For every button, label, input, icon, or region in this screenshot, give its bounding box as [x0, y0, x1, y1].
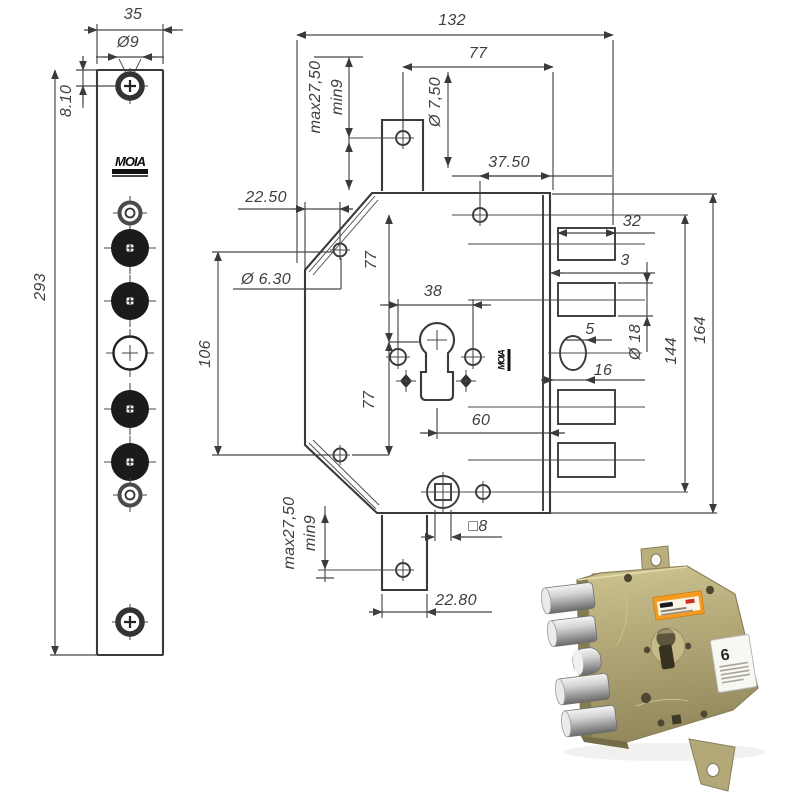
bolt-head-3: [104, 383, 156, 435]
fixing-hole-top: [472, 204, 488, 226]
cylinder-fixing-hole-right: [461, 345, 485, 369]
bolt-head-2: [104, 275, 156, 327]
dim-label-faceplate-height: 293: [32, 273, 49, 301]
dim-label-body-width: 132: [438, 12, 466, 29]
dim-label-spindle-square: □8: [468, 518, 488, 535]
faceplate-drawing: [50, 24, 183, 657]
dim-label-faceplate-hole-offset: 8.10: [58, 84, 75, 118]
cert-number: 6: [719, 647, 731, 665]
dim-label-cylinder-width: 38: [423, 283, 443, 300]
photo-bolt-4: [561, 704, 618, 738]
bottom-mounting-tab: [380, 515, 429, 592]
dim-label-top-slot-min: min9: [329, 79, 346, 115]
dim-label-top-hole-offset: 37.50: [488, 154, 530, 171]
chamfer-hole-bottom: [330, 445, 350, 465]
cylinder-fixing-hole-left: [386, 345, 410, 369]
photo-bolt-1: [541, 582, 596, 615]
top-mounting-tab: [380, 118, 425, 191]
dim-label-plate-thickness: 3: [620, 252, 630, 269]
product-photo: 6: [541, 545, 765, 792]
brand-logo-bar: [112, 169, 148, 174]
chamfer-hole-top: [330, 240, 350, 260]
dimension-lines: [50, 24, 183, 656]
dim-label-top-width: 77: [468, 45, 488, 62]
dim-label-bottom-tab-width: 22.80: [435, 592, 477, 609]
dim-label-bottom-slot-min: min9: [302, 515, 319, 551]
dim-label-bolt-throw: 32: [622, 213, 642, 230]
spindle-hole: [421, 472, 465, 512]
body-brand-logo: MOIA: [496, 349, 511, 371]
brand-logo-text: MOIA: [115, 154, 146, 169]
photo-latch: [572, 647, 602, 675]
dim-label-side-hole-spacing: 106: [197, 340, 214, 368]
center-mark-right: [456, 370, 476, 392]
dim-label-faceplate-hole-dia: Ø9: [117, 34, 139, 51]
fixing-hole-bottom: [475, 481, 491, 503]
dim-label-lower-spacing: 77: [361, 390, 378, 410]
dim-label-chamfer-offset: 22.50: [245, 189, 287, 206]
dim-label-top-hole-dia: Ø 7,50: [427, 77, 444, 127]
dim-label-bolt-dia: Ø 18: [627, 324, 644, 360]
dim-label-top-slot-max: max27,50: [307, 60, 324, 134]
faceplate-brand-logo: MOIA: [112, 155, 148, 177]
pin-hole-lower: [113, 478, 147, 512]
screw-hole-bottom: [112, 604, 148, 640]
latch-oval: [548, 335, 642, 371]
center-mark-left: [396, 370, 416, 392]
bolt-head-1: [104, 222, 156, 274]
brand-logo-text: MOIA: [496, 350, 507, 370]
dim-label-latch-depth: 16: [593, 362, 613, 379]
dim-label-faceplate-width: 35: [123, 6, 143, 23]
lock-body-outline: [303, 191, 552, 515]
brand-logo-bar: [507, 349, 511, 371]
cylinder-hole: [106, 329, 154, 377]
photo-screw-holes: [624, 573, 714, 727]
deadbolts: [468, 227, 645, 478]
dim-label-chamfer-hole-dia: Ø 6.30: [241, 271, 291, 288]
dim-label-outer-height: 164: [692, 316, 709, 344]
euro-cylinder-profile: [419, 322, 455, 402]
dimension-lines: [212, 31, 717, 618]
dim-label-bottom-slot-max: max27,50: [281, 496, 298, 570]
photo-orange-label: [652, 590, 705, 621]
screw-hole-top: [112, 68, 148, 104]
photo-keyhole: [650, 627, 686, 670]
dim-label-backset: 60: [471, 412, 491, 429]
dim-label-upper-spacing: 77: [363, 250, 380, 270]
dim-label-inner-height: 144: [663, 337, 680, 365]
dim-label-latch-offset: 5: [585, 321, 595, 338]
bolt-head-4: [104, 436, 156, 488]
brand-logo-bar2: [112, 175, 148, 177]
photo-bolt-2: [547, 615, 598, 647]
photo-bolt-3: [555, 673, 611, 706]
photo-cert-label: 6: [709, 633, 758, 693]
lock-body-drawing: [212, 31, 717, 618]
